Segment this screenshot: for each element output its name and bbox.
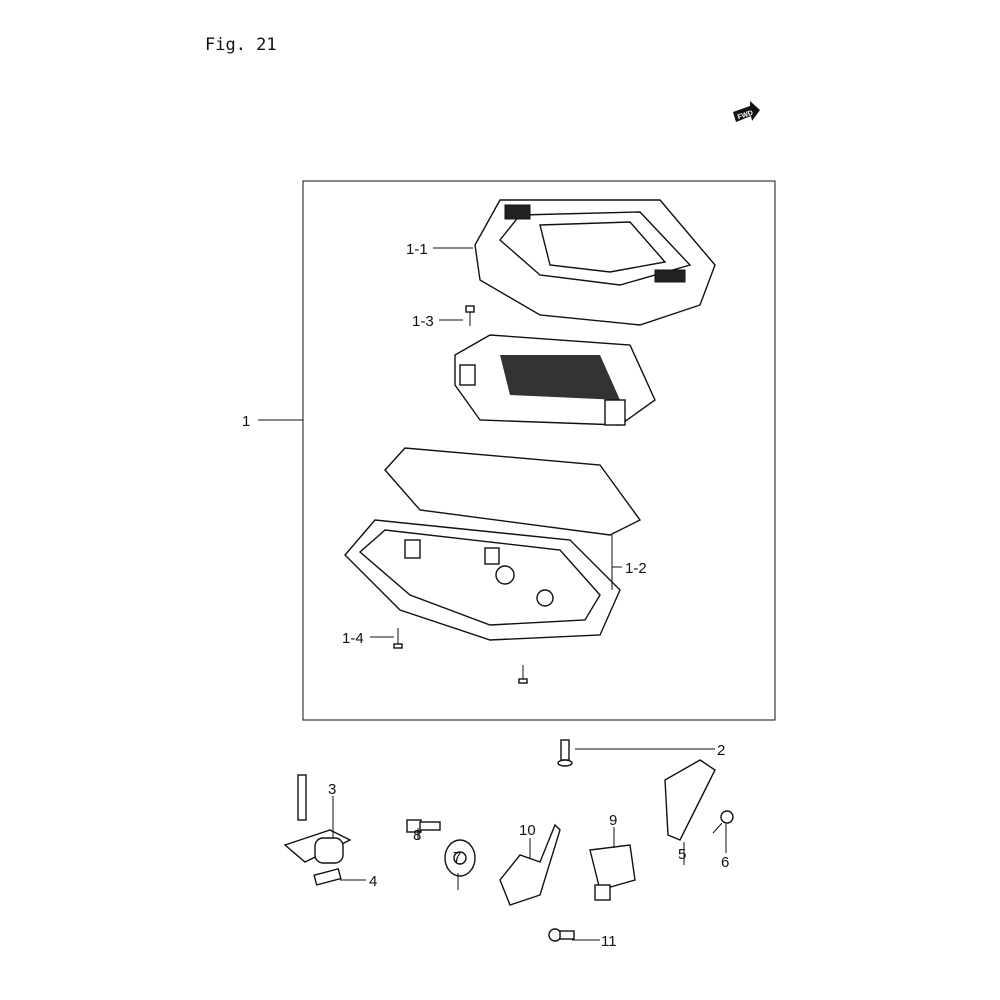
- part-screw-6: [712, 810, 734, 834]
- figure-title: Fig. 21: [205, 35, 277, 55]
- part-screw-1-4: [393, 628, 403, 649]
- callout-5: 5: [678, 846, 686, 863]
- callout-7: 7: [453, 849, 461, 866]
- part-screw-1-4b: [518, 665, 528, 684]
- part-bolt-4: [313, 867, 342, 886]
- part-gasket: [384, 447, 642, 536]
- part-unit-9: [589, 844, 636, 901]
- callout-1-2: 1-2: [625, 560, 647, 577]
- part-bracket-10: [499, 823, 561, 906]
- part-screw-2: [557, 739, 573, 767]
- part-sensor-3: [283, 774, 352, 864]
- fwd-arrow-icon: FWD: [733, 101, 760, 122]
- callout-4: 4: [369, 873, 377, 890]
- part-screw-1-3: [465, 305, 475, 326]
- callout-1-4: 1-4: [342, 630, 364, 647]
- part-meter-case: [344, 519, 621, 641]
- callout-3: 3: [328, 781, 336, 798]
- callout-1-1: 1-1: [406, 241, 428, 258]
- callout-1: 1: [242, 413, 250, 430]
- fwd-label: FWD: [737, 110, 754, 122]
- callout-2: 2: [717, 742, 725, 759]
- part-meter-cover: [474, 199, 716, 326]
- part-bolt-8: [406, 819, 441, 833]
- callout-11: 11: [601, 933, 617, 950]
- part-washer-7: [444, 839, 476, 877]
- leader-lines: [258, 247, 727, 941]
- part-bracket-5: [664, 759, 716, 841]
- callout-10: 10: [519, 822, 536, 839]
- callout-6: 6: [721, 854, 729, 871]
- callout-1-3: 1-3: [412, 313, 434, 330]
- assembly-frame: [302, 180, 776, 721]
- callout-8: 8: [413, 827, 421, 844]
- callout-9: 9: [609, 812, 617, 829]
- part-circuit-board: [454, 334, 656, 426]
- part-screw-11: [548, 928, 575, 942]
